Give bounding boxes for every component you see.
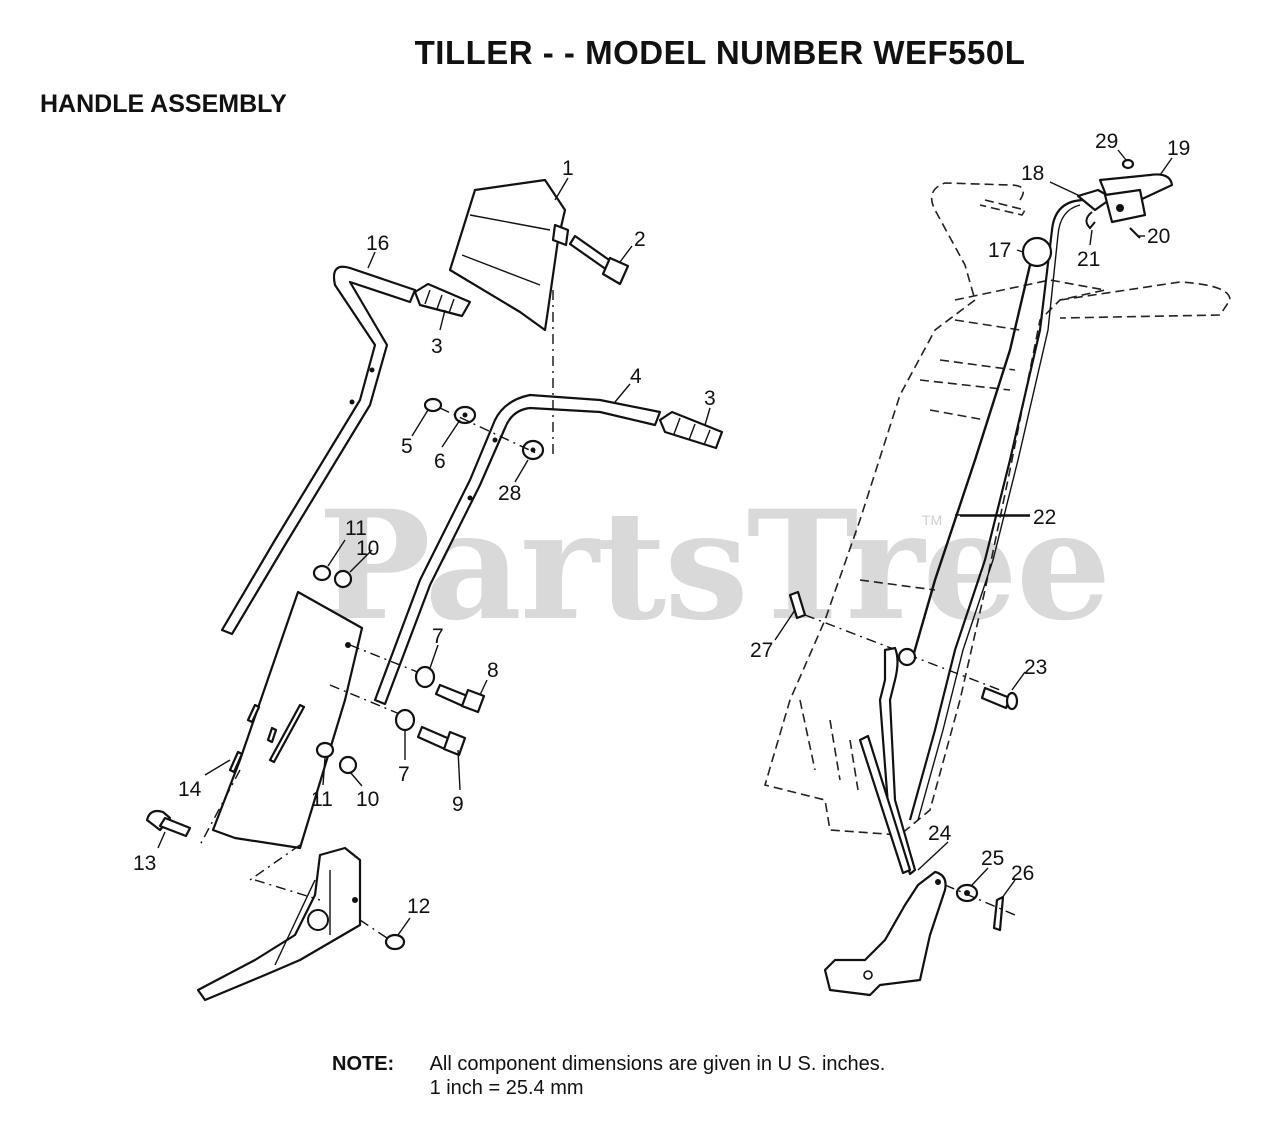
section-title: HANDLE ASSEMBLY xyxy=(40,90,287,118)
bolt-part-9 xyxy=(416,725,467,757)
watermark-text: PartsTree xyxy=(318,478,1111,654)
callout-5: 5 xyxy=(401,435,413,458)
washer-part-7-lower xyxy=(394,708,416,732)
page-title: TILLER - - MODEL NUMBER WEF550L xyxy=(414,34,1026,71)
handle-bar-part-16 xyxy=(220,265,417,636)
callout-10-upper: 10 xyxy=(356,537,379,560)
handle-bar-part-4 xyxy=(373,393,662,706)
callout-19: 19 xyxy=(1167,137,1190,160)
washer-part-12 xyxy=(384,933,406,951)
bolt-part-2 xyxy=(568,234,630,286)
washer-part-28 xyxy=(521,439,545,461)
callout-25: 25 xyxy=(981,847,1004,870)
washer-part-10-upper xyxy=(333,569,353,589)
callout-21: 21 xyxy=(1077,248,1100,271)
washer-part-10-lower xyxy=(338,755,358,775)
callout-17: 17 xyxy=(988,239,1011,262)
nut-part-11-lower xyxy=(315,741,335,759)
callout-labels: 1 2 3 16 3 4 5 6 28 11 10 7 8 7 9 14 11 … xyxy=(133,130,1190,918)
callout-2: 2 xyxy=(634,228,646,251)
washer-part-7-upper xyxy=(414,665,436,689)
callout-24: 24 xyxy=(928,822,952,845)
callout-14: 14 xyxy=(178,778,202,801)
screw-part-29 xyxy=(1121,158,1135,170)
panel-part-1 xyxy=(448,178,570,332)
watermark-trademark: TM xyxy=(922,512,943,528)
note-line-1: All component dimensions are given in U … xyxy=(429,1053,886,1075)
callout-11-lower: 11 xyxy=(311,788,333,811)
nut-part-11-upper xyxy=(312,564,332,582)
callout-27: 27 xyxy=(750,639,773,662)
bolt-part-13 xyxy=(145,809,192,838)
nut-part-5 xyxy=(423,397,443,413)
grip-part-3-right xyxy=(658,410,724,450)
callout-11-upper: 11 xyxy=(345,517,367,540)
clip-part-21 xyxy=(1085,211,1096,230)
callout-7-upper: 7 xyxy=(432,625,444,648)
grip-part-3-left xyxy=(413,282,472,318)
callout-16: 16 xyxy=(366,232,389,255)
bracket-part-14 xyxy=(211,590,364,850)
cotter-pin-part-26 xyxy=(992,895,1005,932)
callout-6: 6 xyxy=(434,450,446,473)
callout-3-right: 3 xyxy=(704,387,716,410)
dimension-note: NOTE: All component dimensions are given… xyxy=(332,1052,885,1100)
note-text: All component dimensions are given in U … xyxy=(430,1052,886,1100)
pin-part-23 xyxy=(980,686,1019,711)
callout-12: 12 xyxy=(407,895,430,918)
cable-part-22 xyxy=(908,198,1086,821)
bolt-part-8 xyxy=(434,683,486,714)
frame-bracket-right xyxy=(823,870,947,997)
callout-29: 29 xyxy=(1095,130,1118,153)
callout-22: 22 xyxy=(1033,506,1056,529)
callout-leaders xyxy=(157,149,1173,936)
callout-13: 13 xyxy=(133,852,156,875)
callout-8: 8 xyxy=(487,659,499,682)
frame-casting-left xyxy=(196,846,362,1002)
callout-9: 9 xyxy=(452,793,464,816)
note-label: NOTE: xyxy=(332,1053,395,1075)
washer-part-6 xyxy=(453,405,477,425)
callout-18: 18 xyxy=(1021,162,1044,185)
callout-20: 20 xyxy=(1147,225,1170,248)
callout-4: 4 xyxy=(630,365,642,388)
callout-7-lower: 7 xyxy=(398,763,410,786)
switch-housing xyxy=(1103,188,1147,224)
callout-10-lower: 10 xyxy=(356,788,379,811)
callout-28: 28 xyxy=(498,482,521,505)
shift-rod-part-24 xyxy=(858,646,917,876)
note-line-2: 1 inch = 25.4 mm xyxy=(429,1077,584,1099)
callout-1: 1 xyxy=(562,157,574,180)
ghost-handle-assembly xyxy=(763,182,1231,836)
callout-23: 23 xyxy=(1024,656,1047,679)
callout-3-left: 3 xyxy=(431,335,443,358)
callout-26: 26 xyxy=(1011,862,1034,885)
washer-part-25 xyxy=(955,883,979,903)
